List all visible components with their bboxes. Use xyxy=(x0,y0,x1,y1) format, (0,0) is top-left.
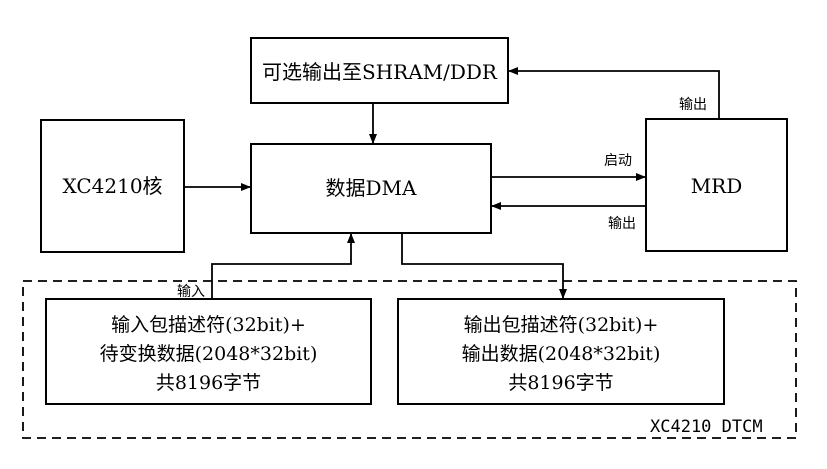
edge-label-input: 输入 xyxy=(177,284,205,300)
edge-label-start: 启动 xyxy=(604,153,632,169)
dtcm-label: XC4210 DTCM xyxy=(650,417,763,437)
core-block xyxy=(40,119,185,253)
output-buffer-line-1: 输出包描述符(32bit)+ xyxy=(464,314,659,336)
input-buffer-block xyxy=(45,298,372,405)
output-buffer-line-2: 输出数据(2048*32bit) xyxy=(462,343,661,365)
dma-block xyxy=(250,143,492,234)
edge-label-mrd-to-shram: 输出 xyxy=(679,97,707,113)
core-block-label: XC4210核 xyxy=(62,174,162,198)
arrow-input-to-dma xyxy=(211,233,355,299)
mrd-block-label: MRD xyxy=(691,174,743,198)
dma-block-label: 数据DMA xyxy=(326,176,418,200)
output-buffer-line-3: 共8196字节 xyxy=(508,372,613,394)
edge-label-mrd-output: 输出 xyxy=(608,216,636,232)
input-buffer-line-1: 输入包描述符(32bit)+ xyxy=(111,314,306,336)
mrd-block xyxy=(645,118,788,252)
input-buffer-line-2: 待变换数据(2048*32bit) xyxy=(100,343,318,365)
arrow-mrd-to-shram xyxy=(508,67,720,119)
arrow-dma-to-output xyxy=(401,233,567,299)
shram-block xyxy=(250,37,509,104)
input-buffer-line-3: 共8196字节 xyxy=(156,372,261,394)
shram-block-label: 可选输出至SHRAM/DDR xyxy=(262,60,498,84)
output-buffer-block xyxy=(397,298,725,405)
